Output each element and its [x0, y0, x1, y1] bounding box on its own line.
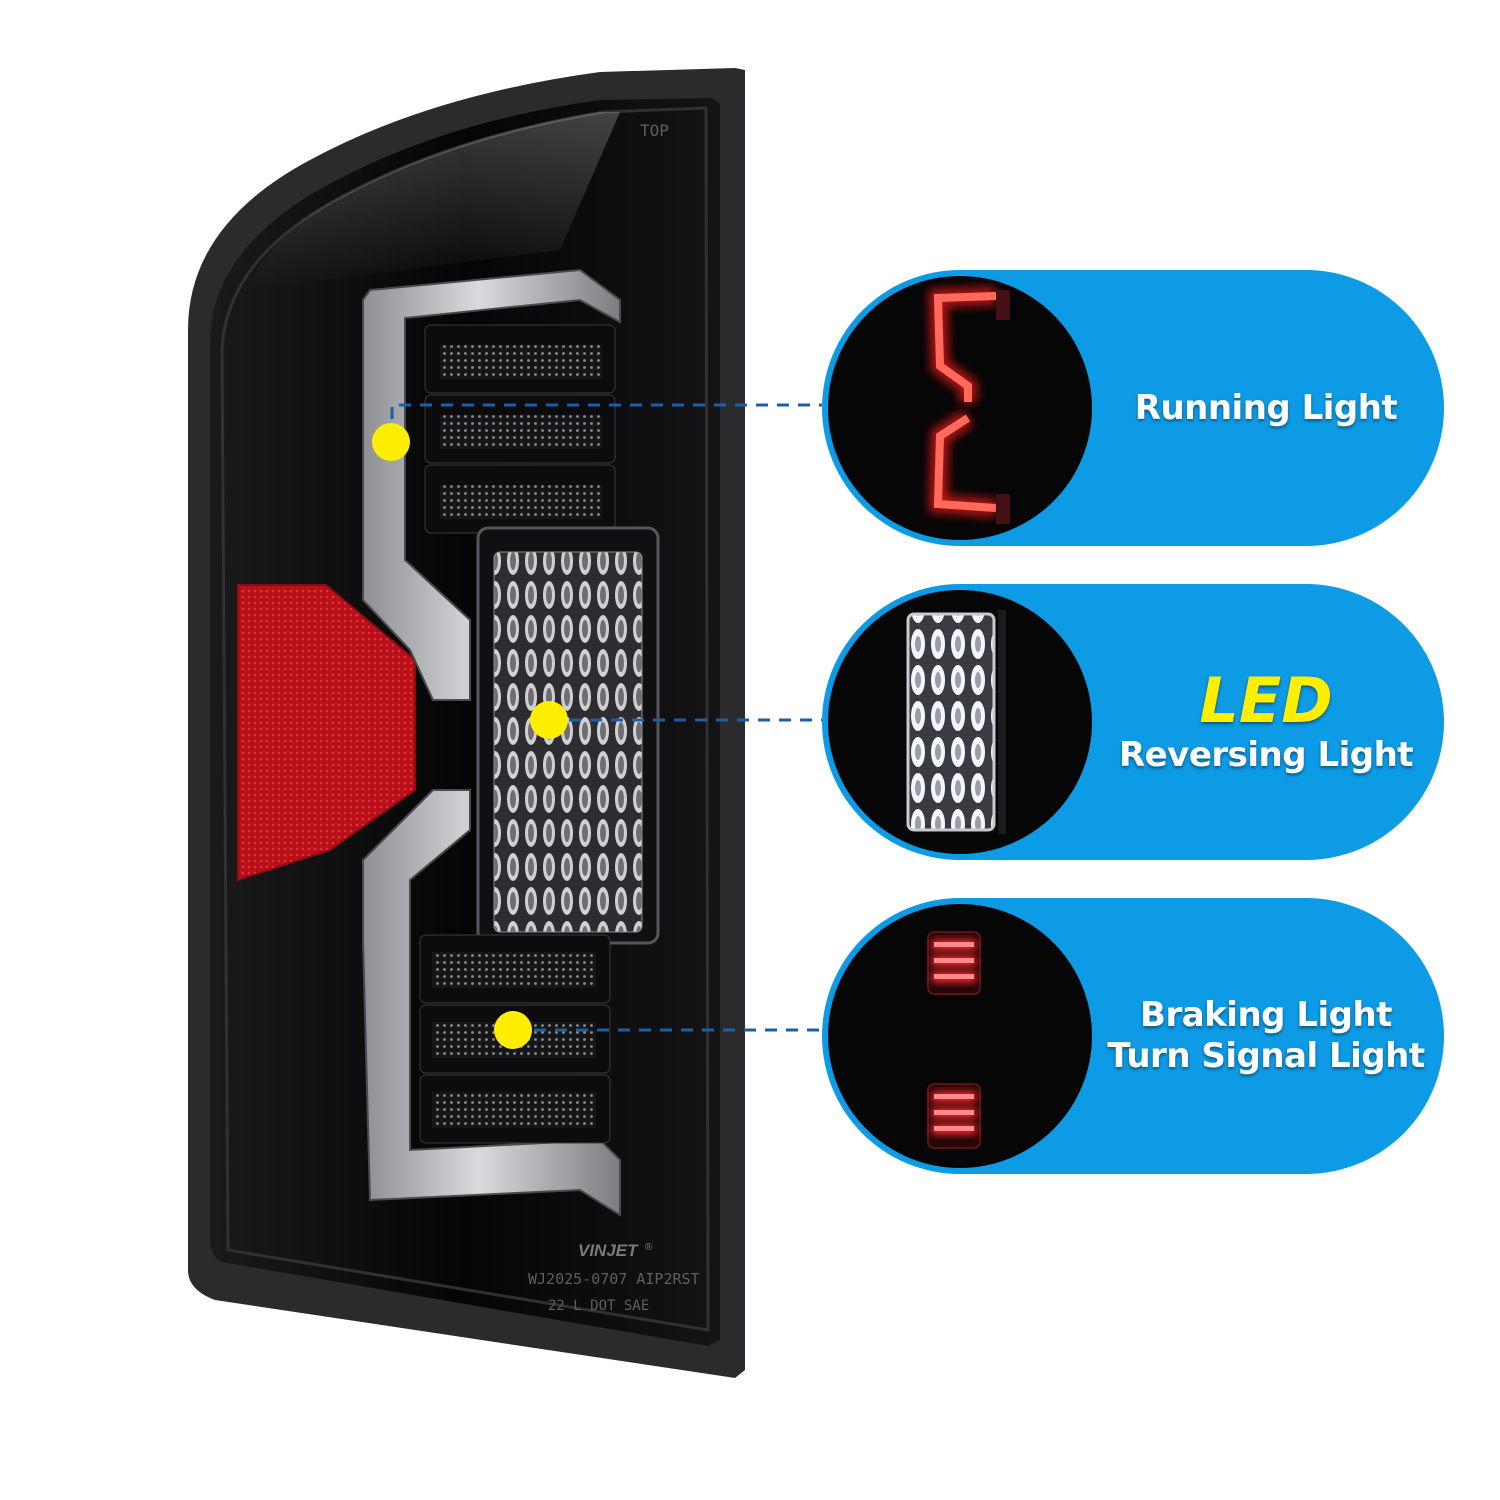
part-number: WJ2025-0707 AIP2RST	[528, 1270, 700, 1288]
running-light-title: Running Light	[1134, 387, 1398, 428]
callout-reversing-light: LED Reversing Light	[822, 584, 1444, 860]
braking-turn-light-icon	[828, 904, 1092, 1168]
red-reflector	[237, 584, 416, 882]
marker-dot-running	[372, 423, 410, 461]
dot-code: 22 L DOT SAE	[548, 1298, 649, 1314]
led-badge: LED	[1199, 663, 1333, 737]
top-mark: TOP	[640, 121, 669, 140]
marker-dot-braking	[494, 1011, 532, 1049]
running-light-icon	[828, 276, 1092, 540]
lower-led-strips	[419, 934, 611, 1144]
marker-dot-reversing	[530, 701, 568, 739]
callout-label: Running Light	[1098, 270, 1434, 546]
turn-signal-light-title: Turn Signal Light	[1107, 1036, 1425, 1076]
reversing-light-title: Reversing Light	[1118, 734, 1414, 775]
callout-braking-turn-light: Braking Light Turn Signal Light	[822, 898, 1444, 1174]
callout-label: Braking Light Turn Signal Light	[1098, 898, 1434, 1174]
braking-light-title: Braking Light	[1140, 995, 1392, 1035]
callout-running-light: Running Light	[822, 270, 1444, 546]
upper-led-strips	[424, 324, 616, 534]
callout-label: LED Reversing Light	[1098, 584, 1434, 860]
reversing-light-window	[476, 526, 660, 945]
brand-logo: VINJET	[578, 1241, 639, 1260]
svg-text:®: ®	[645, 1242, 653, 1253]
reversing-light-icon	[828, 590, 1092, 854]
running-light-tube	[362, 268, 621, 701]
